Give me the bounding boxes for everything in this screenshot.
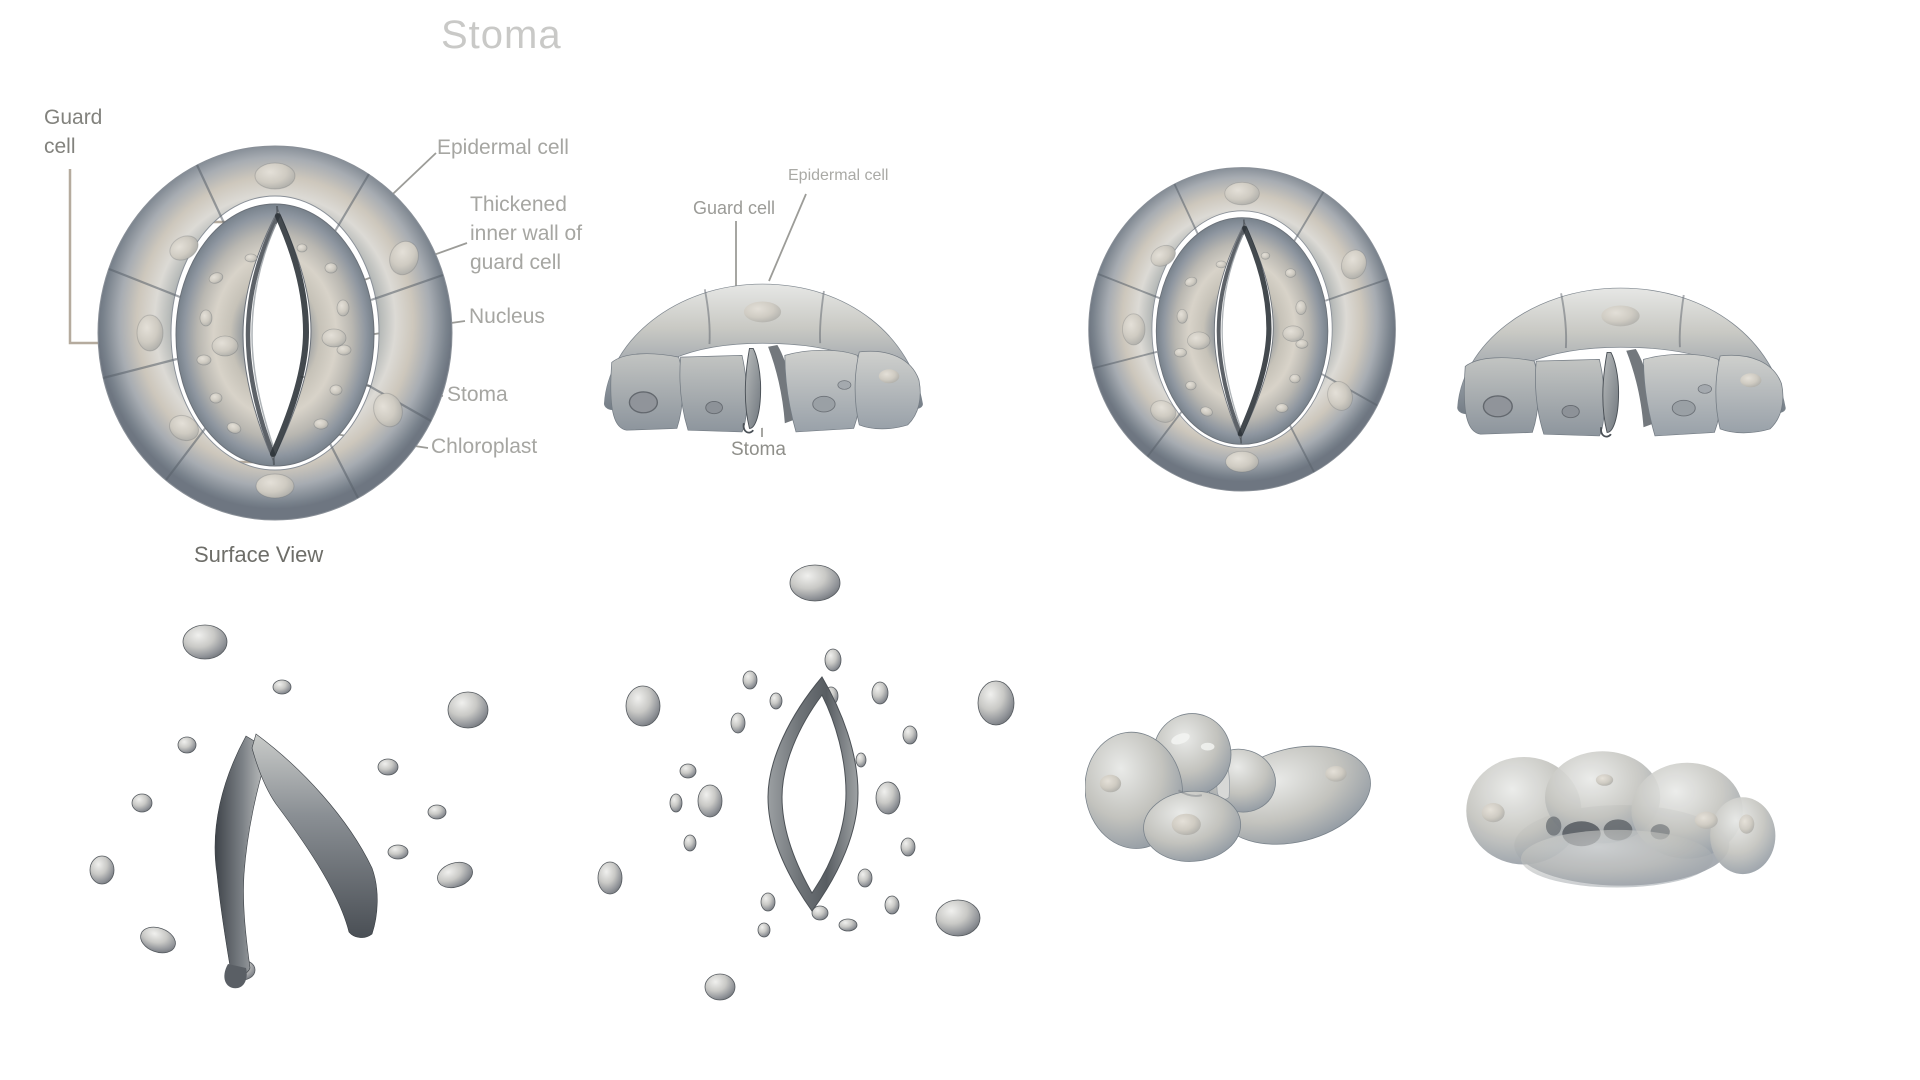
surface-view-render (97, 145, 453, 521)
label-side-epidermal-cell: Epidermal cell (788, 167, 889, 184)
label-thickened-inner-wall: Thickened inner wall of guard cell (470, 193, 583, 274)
label-guard-cell: Guard cell (44, 106, 103, 158)
label-nucleus: Nucleus (469, 305, 545, 328)
side-view-render-small (1456, 287, 1787, 438)
stoma-opening-render (597, 564, 1015, 1001)
page-title: Stoma (441, 13, 562, 57)
translucent-cluster-render (1466, 751, 1776, 888)
guard-wall-render (89, 624, 489, 989)
label-epidermal-cell: Epidermal cell (437, 136, 569, 159)
guard-chloroplasts (196, 243, 352, 434)
surface-view-render-small (1080, 152, 1405, 498)
label-stoma: Stoma (447, 383, 508, 406)
epidermal-nuclei (136, 162, 419, 499)
label-side-guard-cell: Guard cell (693, 198, 776, 218)
label-side-stoma: Stoma (731, 439, 786, 460)
caption-surface-view: Surface View (194, 542, 324, 567)
cell-cluster-render (1085, 713, 1371, 862)
side-view-render (603, 283, 923, 434)
scattered-chloroplasts (597, 564, 1015, 1001)
label-chloroplast: Chloroplast (431, 435, 538, 458)
